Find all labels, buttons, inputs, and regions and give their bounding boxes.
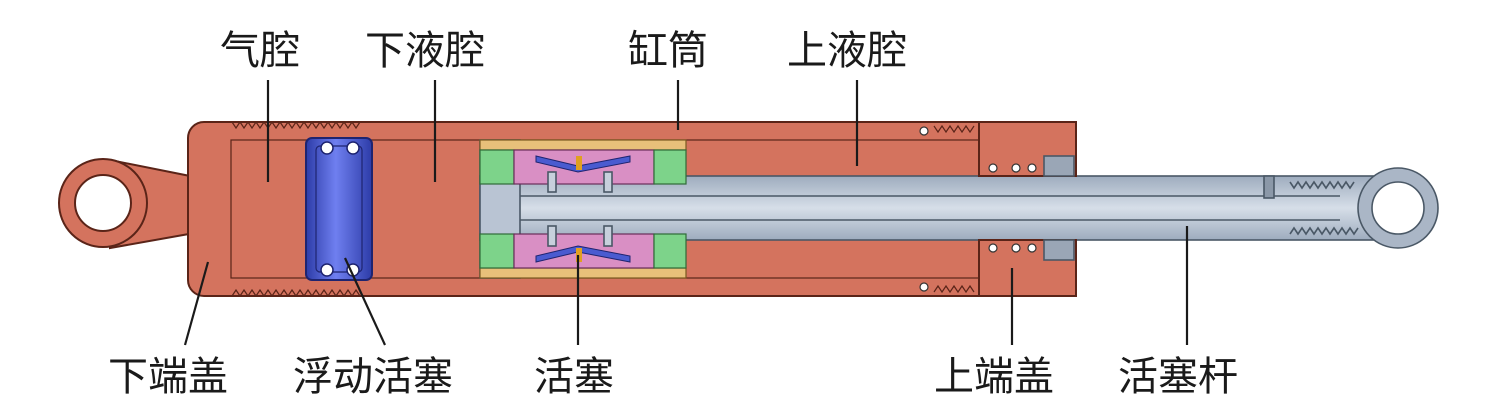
lower-eye-hole [74,174,132,232]
label-piston-rod: 活塞杆 [1118,354,1238,400]
label-lower-fluid-chamber: 下液腔 [365,28,485,74]
body-thread-top [231,120,361,130]
label-cylinder-barrel: 缸筒 [628,28,708,74]
piston-seal-bottom-right [653,233,687,269]
piston-seal-bottom-left [479,233,515,269]
piston-ring-bottom [479,267,687,279]
upper-mounting-eye [1357,167,1439,249]
leader-floating-piston [344,257,386,346]
piston-assembly [479,139,687,279]
floating-piston-seal-top [320,141,334,155]
piston-seal-top-left [479,149,515,185]
label-piston: 活塞 [534,354,614,400]
floating-piston-seal-bottom [320,263,334,277]
floating-piston [305,137,373,281]
label-lower-end-cap: 下端盖 [108,354,228,400]
upper-eye-hole [1371,181,1425,235]
piston-ring-top [479,139,687,151]
piston-seal-top-right [653,149,687,185]
leader-lower-end-cap [183,261,210,346]
label-floating-piston: 浮动活塞 [293,354,453,400]
label-upper-fluid-chamber: 上液腔 [787,28,907,74]
label-gas-chamber: 气腔 [220,28,300,74]
label-upper-end-cap: 上端盖 [934,354,1054,400]
upper-end-cap-shape [919,121,1077,297]
body-thread-bottom [231,288,361,298]
floating-piston-seal-top-2 [346,141,360,155]
piston-rod-shape [479,175,1393,241]
lower-mounting-eye [58,158,201,250]
